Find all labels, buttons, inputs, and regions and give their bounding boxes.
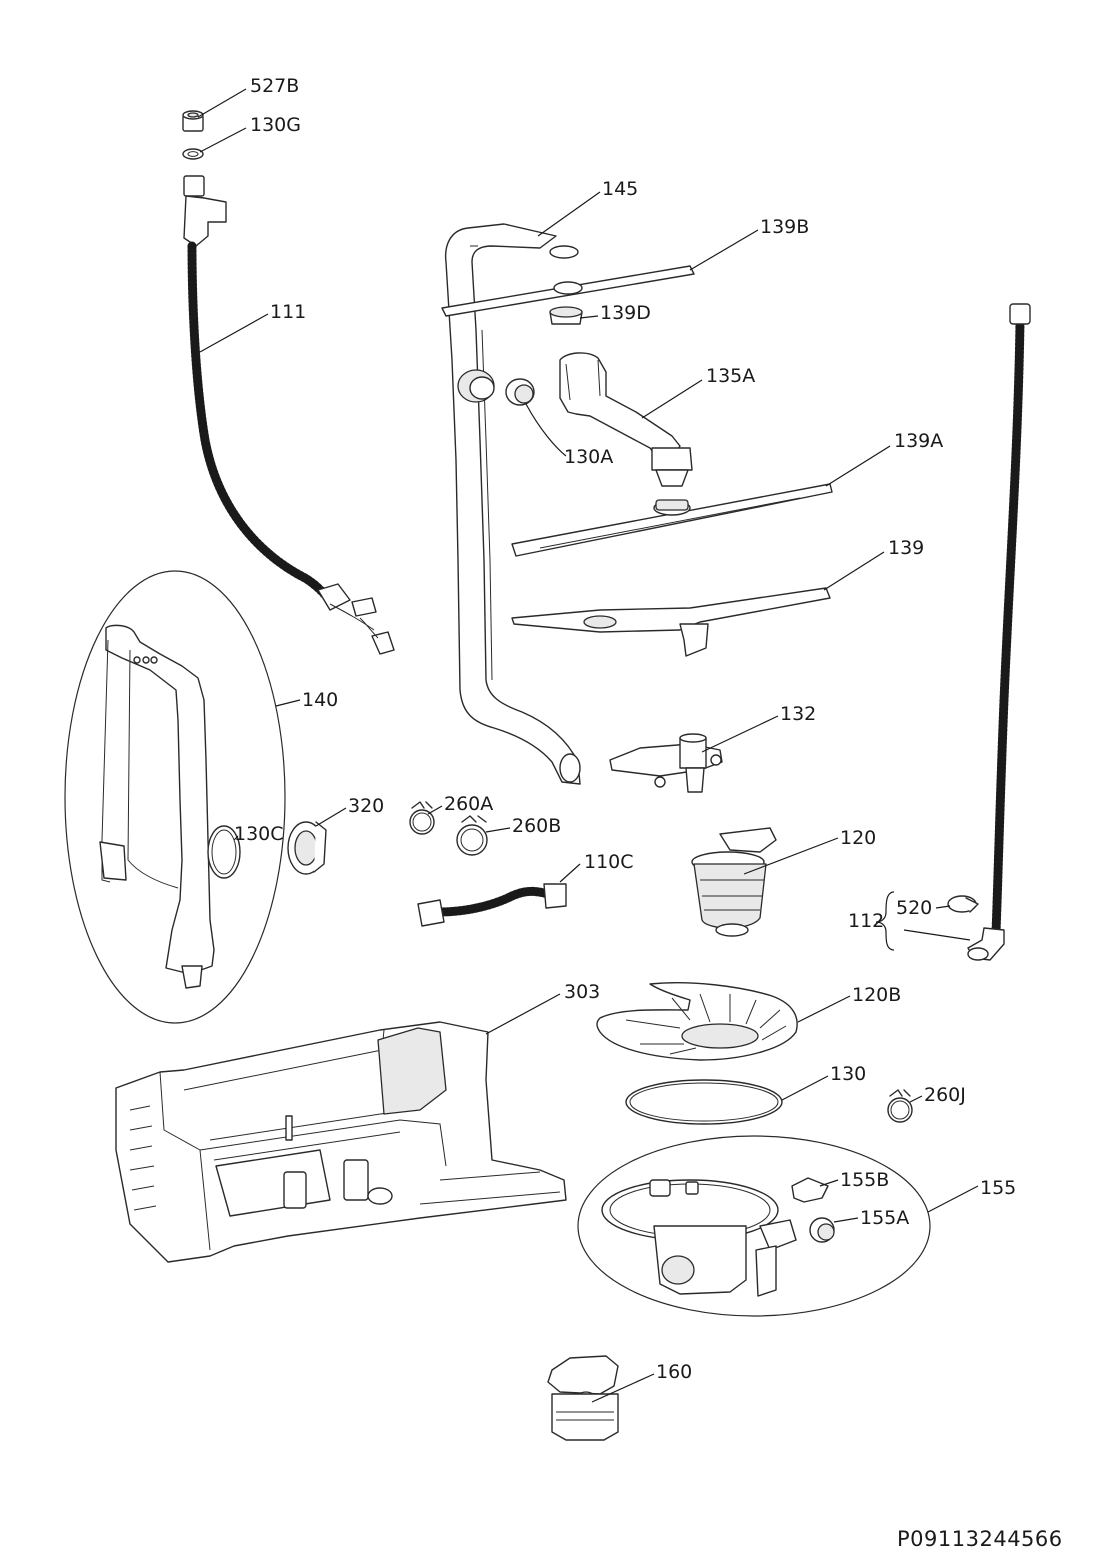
leader-520 bbox=[935, 905, 951, 909]
leader-155A bbox=[833, 1217, 859, 1223]
label-140: 140 bbox=[302, 689, 338, 711]
leader-130G bbox=[199, 127, 247, 153]
part-160-pump bbox=[547, 1355, 619, 1441]
label-527B: 527B bbox=[250, 75, 299, 97]
leader-120 bbox=[743, 837, 839, 875]
part-527B-nut bbox=[182, 110, 204, 132]
label-320: 320 bbox=[348, 795, 384, 817]
label-260B: 260B bbox=[512, 815, 561, 837]
label-145: 145 bbox=[602, 178, 638, 200]
leader-lines bbox=[197, 88, 979, 1403]
label-130G: 130G bbox=[250, 114, 301, 136]
part-135A-connector bbox=[559, 352, 693, 487]
leader-145 bbox=[537, 191, 601, 237]
label-120B: 120B bbox=[852, 984, 901, 1006]
leader-135A bbox=[641, 379, 703, 419]
leader-130 bbox=[781, 1075, 829, 1101]
part-260A-clamp bbox=[409, 801, 435, 835]
label-155A: 155A bbox=[860, 1207, 909, 1229]
leader-130C bbox=[233, 835, 239, 841]
label-160: 160 bbox=[656, 1361, 692, 1383]
leader-139A bbox=[825, 445, 891, 487]
part-139A-middle-spray-arm bbox=[511, 483, 833, 557]
leader-139B bbox=[689, 229, 759, 271]
leader-112-hose bbox=[903, 929, 971, 941]
part-130C-ring bbox=[207, 825, 241, 879]
leader-139D bbox=[579, 315, 599, 319]
part-110C-hose bbox=[417, 883, 567, 927]
part-320-flange bbox=[287, 821, 327, 875]
leader-140 bbox=[275, 699, 301, 707]
label-111: 111 bbox=[270, 301, 306, 323]
group-155-outline bbox=[577, 1135, 931, 1317]
leader-303 bbox=[485, 993, 561, 1035]
part-130A-seal bbox=[505, 378, 535, 406]
leader-139 bbox=[823, 551, 885, 591]
label-112: 112 bbox=[848, 910, 884, 932]
part-520-clip bbox=[947, 895, 979, 913]
part-120B-plate bbox=[596, 982, 798, 1061]
leader-527B bbox=[197, 88, 247, 118]
label-130: 130 bbox=[830, 1063, 866, 1085]
part-132-bracket bbox=[609, 733, 723, 793]
leader-160 bbox=[591, 1373, 655, 1403]
label-132: 132 bbox=[780, 703, 816, 725]
leader-130A bbox=[525, 403, 567, 457]
label-139D: 139D bbox=[600, 302, 651, 324]
part-labels: 527B 130G 111 145 139B 139D 135A 130A 13… bbox=[234, 75, 1016, 1383]
label-303: 303 bbox=[564, 981, 600, 1003]
part-260J-clamp bbox=[887, 1089, 913, 1123]
leader-110C bbox=[559, 863, 581, 883]
leader-111 bbox=[199, 313, 269, 353]
leader-120B bbox=[797, 995, 851, 1023]
label-155: 155 bbox=[980, 1177, 1016, 1199]
part-303-base bbox=[115, 1021, 567, 1263]
label-139A: 139A bbox=[894, 430, 943, 452]
part-139B-upper-spray-arm bbox=[441, 265, 695, 317]
part-130-ring bbox=[625, 1079, 783, 1125]
leader-260J bbox=[909, 1095, 923, 1103]
part-140-duct bbox=[99, 624, 215, 989]
part-120-filter bbox=[691, 827, 777, 937]
part-155B-flap bbox=[791, 1177, 829, 1203]
part-111-inlet-hose bbox=[183, 175, 395, 655]
label-130C: 130C bbox=[234, 823, 284, 845]
leader-132 bbox=[701, 715, 779, 753]
part-112-drain-hose bbox=[967, 303, 1031, 961]
label-155B: 155B bbox=[840, 1169, 889, 1191]
brace-112 bbox=[875, 891, 895, 951]
label-139: 139 bbox=[888, 537, 924, 559]
part-155A-sleeve bbox=[809, 1217, 835, 1243]
part-139-lower-spray-arm bbox=[511, 587, 831, 657]
part-130G-washer bbox=[182, 148, 204, 160]
leader-260A bbox=[427, 805, 443, 815]
leader-155 bbox=[927, 1185, 979, 1213]
label-135A: 135A bbox=[706, 365, 755, 387]
label-520: 520 bbox=[896, 897, 932, 919]
label-260A: 260A bbox=[444, 793, 493, 815]
label-120: 120 bbox=[840, 827, 876, 849]
group-140-outline bbox=[64, 570, 286, 1024]
diagram-reference-code: P09113244566 bbox=[897, 1527, 1063, 1551]
part-145-spray-tube bbox=[444, 223, 581, 785]
label-130A: 130A bbox=[564, 446, 613, 468]
leader-260B bbox=[485, 827, 511, 833]
leader-155B bbox=[819, 1179, 839, 1187]
label-139B: 139B bbox=[760, 216, 809, 238]
part-155-sump bbox=[601, 1179, 797, 1297]
part-139D-nut bbox=[549, 306, 583, 325]
leader-320 bbox=[315, 807, 347, 827]
part-260B-clamp bbox=[456, 815, 488, 856]
label-260J: 260J bbox=[924, 1084, 966, 1106]
label-110C: 110C bbox=[584, 851, 634, 873]
